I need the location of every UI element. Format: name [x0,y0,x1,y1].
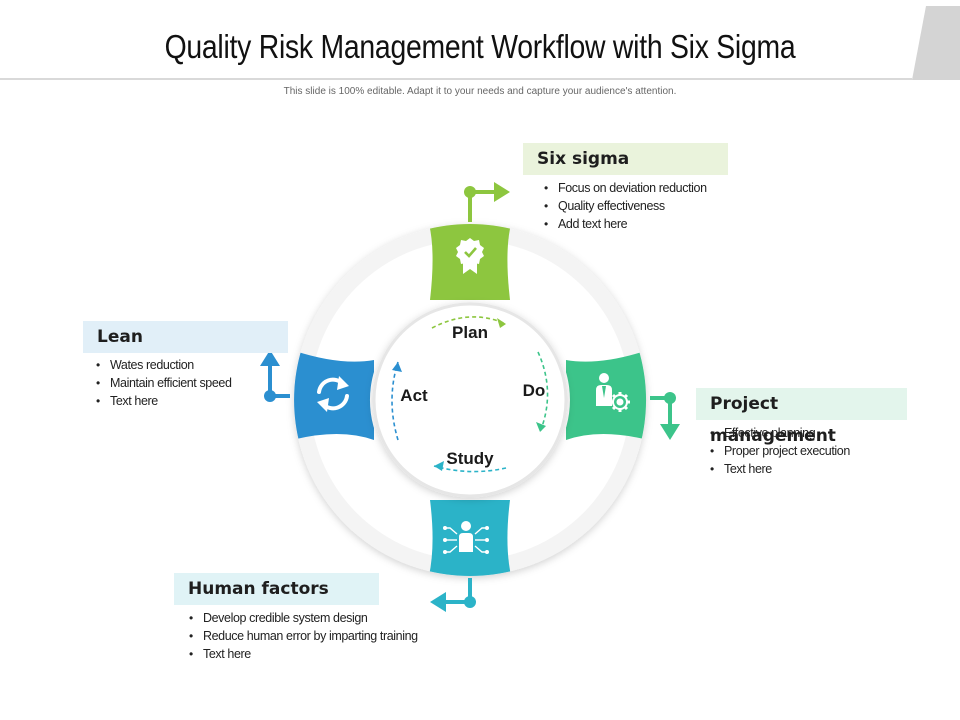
six-sigma-bullets: Focus on deviation reduction Quality eff… [544,179,707,233]
list-item: Wates reduction [96,356,232,374]
project-management-bullets: Effective planning Proper project execut… [710,424,850,478]
list-item: Proper project execution [710,442,850,460]
list-item: Reduce human error by imparting training [189,627,418,645]
cycle-arrows [391,316,549,473]
title-divider [0,78,912,80]
project-management-label: Project management [696,388,907,446]
list-item: Quality effectiveness [544,197,707,215]
cycle-label-do: Do [523,381,546,400]
page-subtitle: This slide is 100% editable. Adapt it to… [283,86,677,97]
inner-circle [372,302,568,498]
award-badge-icon [456,238,484,274]
human-factors-connector [430,578,476,612]
lean-connector [260,350,290,402]
corner-decoration [912,6,960,80]
human-circuit-icon [443,521,489,554]
list-item: Text here [96,392,232,410]
cycle-label-study: Study [446,449,494,468]
six-sigma-label: Six sigma [523,143,728,175]
list-item: Effective planning [710,424,850,442]
six-sigma-connector [464,182,510,222]
list-item: Text here [189,645,418,663]
project-management-connector [650,392,680,440]
human-factors-label: Human factors [174,573,379,605]
lean-bullets: Wates reduction Maintain efficient speed… [96,356,232,410]
list-item: Focus on deviation reduction [544,179,707,197]
list-item: Develop credible system design [189,609,418,627]
list-item: Add text here [544,215,707,233]
lean-segment [294,350,374,440]
person-gear-icon [596,373,630,412]
lean-label: Lean [83,321,288,353]
list-item: Text here [710,460,850,478]
refresh-arrows-icon [317,376,349,412]
cycle-label-act: Act [400,386,428,405]
human-factors-bullets: Develop credible system design Reduce hu… [189,609,418,663]
list-item: Maintain efficient speed [96,374,232,392]
page-title: Quality Risk Management Workflow with Si… [164,28,796,65]
cycle-label-plan: Plan [452,323,488,342]
